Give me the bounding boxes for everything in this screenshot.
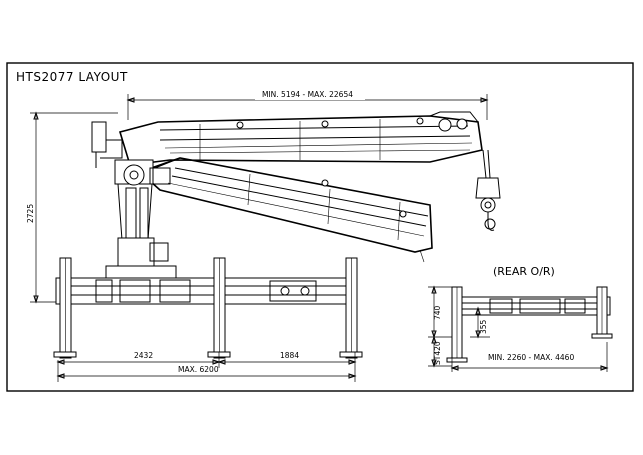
reach-label: MIN. 5194 - MAX. 22654 <box>262 90 353 99</box>
outrigger-right <box>339 257 363 359</box>
hook-block <box>475 149 501 231</box>
rear-view: (REAR O/R) 740 ST420 355 <box>428 265 613 372</box>
rear-height-lower-label: ST420 <box>433 341 442 365</box>
spread-dimensions: 2432 1884 MAX. 6200 <box>56 351 357 382</box>
rear-height-inner-label: 355 <box>479 319 488 334</box>
left-spread-label: 2432 <box>134 351 153 360</box>
crane-side-view: MIN. 5194 - MAX. 22654 2725 <box>26 90 501 382</box>
lower-boom <box>138 157 433 263</box>
drawing-frame <box>6 62 634 392</box>
upper-boom <box>118 111 483 166</box>
outrigger-center <box>207 257 231 359</box>
height-label: 2725 <box>26 204 35 223</box>
right-spread-label: 1884 <box>280 351 299 360</box>
base-frame <box>55 277 357 305</box>
drawing-title: HTS2077 LAYOUT <box>16 70 128 84</box>
height-dimension: 2725 <box>26 111 118 304</box>
rear-height-upper-label: 740 <box>433 305 442 320</box>
operator-seat <box>91 121 123 168</box>
rear-view-title: (REAR O/R) <box>493 265 555 278</box>
reach-dimension: MIN. 5194 - MAX. 22654 <box>126 90 489 120</box>
crane-column <box>105 159 177 279</box>
outrigger-left <box>53 257 77 359</box>
total-spread-label: MAX. 6200 <box>178 365 219 374</box>
rear-spread-label: MIN. 2260 - MAX. 4460 <box>488 353 574 362</box>
